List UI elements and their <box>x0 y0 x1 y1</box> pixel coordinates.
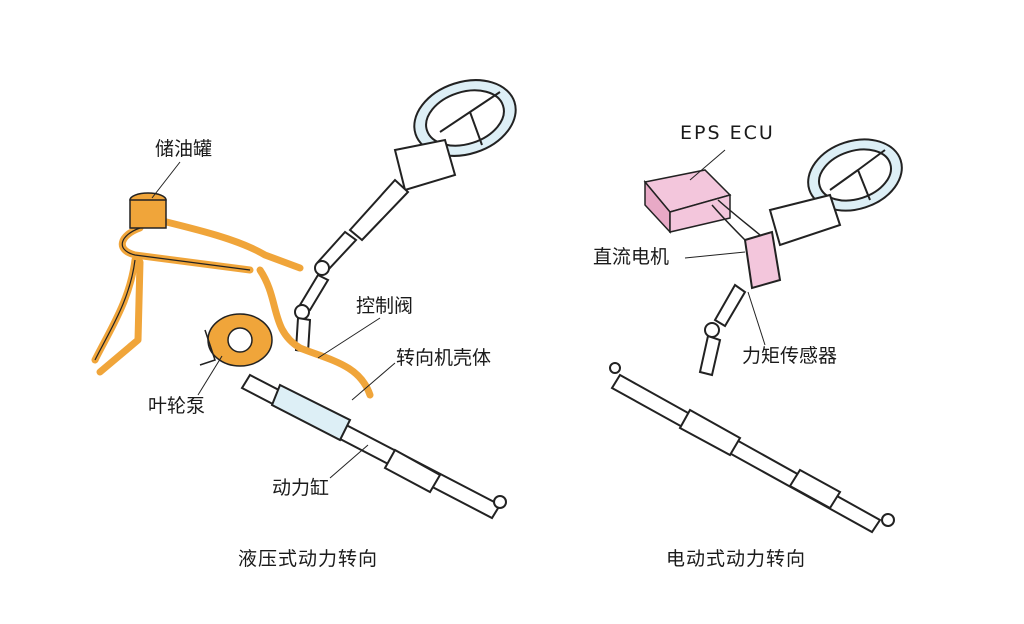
label-power-cylinder: 动力缸 <box>272 477 330 499</box>
label-torque-sensor: 力矩传感器 <box>742 345 838 367</box>
label-dc-motor: 直流电机 <box>593 246 670 268</box>
leader-torque-sensor <box>747 291 766 346</box>
leader-control-valve <box>317 317 381 359</box>
oil-reservoir-part <box>129 192 167 229</box>
electric-steering-column <box>698 193 842 377</box>
hydraulic-oil-line-outline <box>94 227 251 361</box>
label-control-valve: 控制阀 <box>356 295 414 317</box>
leader-dc-motor <box>684 251 746 259</box>
label-eps-ecu: EPS ECU <box>680 122 775 144</box>
label-reservoir: 储油罐 <box>155 138 213 160</box>
electric-steering-wheel <box>807 138 903 212</box>
electric-steering-rack <box>609 362 895 534</box>
eps-ecu-part <box>643 169 761 241</box>
caption-electric: 电动式动力转向 <box>666 548 807 570</box>
hydraulic-steering-wheel <box>413 79 517 157</box>
leader-reservoir <box>151 161 181 199</box>
label-vane-pump: 叶轮泵 <box>148 395 206 417</box>
caption-hydraulic: 液压式动力转向 <box>238 548 379 570</box>
leader-gear-housing <box>351 362 396 401</box>
leader-lines <box>151 149 766 479</box>
leader-power-cylinder <box>329 444 369 479</box>
hydraulic-oil-lines <box>91 214 374 399</box>
label-gear-housing: 转向机壳体 <box>396 347 492 369</box>
electric-steering-figure <box>609 138 903 534</box>
hydraulic-steering-rack <box>240 373 507 520</box>
hydraulic-steering-column <box>294 138 457 354</box>
leader-vane-pump <box>197 355 223 396</box>
vane-pump-part <box>199 313 273 367</box>
hydraulic-steering-figure <box>91 79 517 520</box>
leader-ecu <box>689 149 726 181</box>
